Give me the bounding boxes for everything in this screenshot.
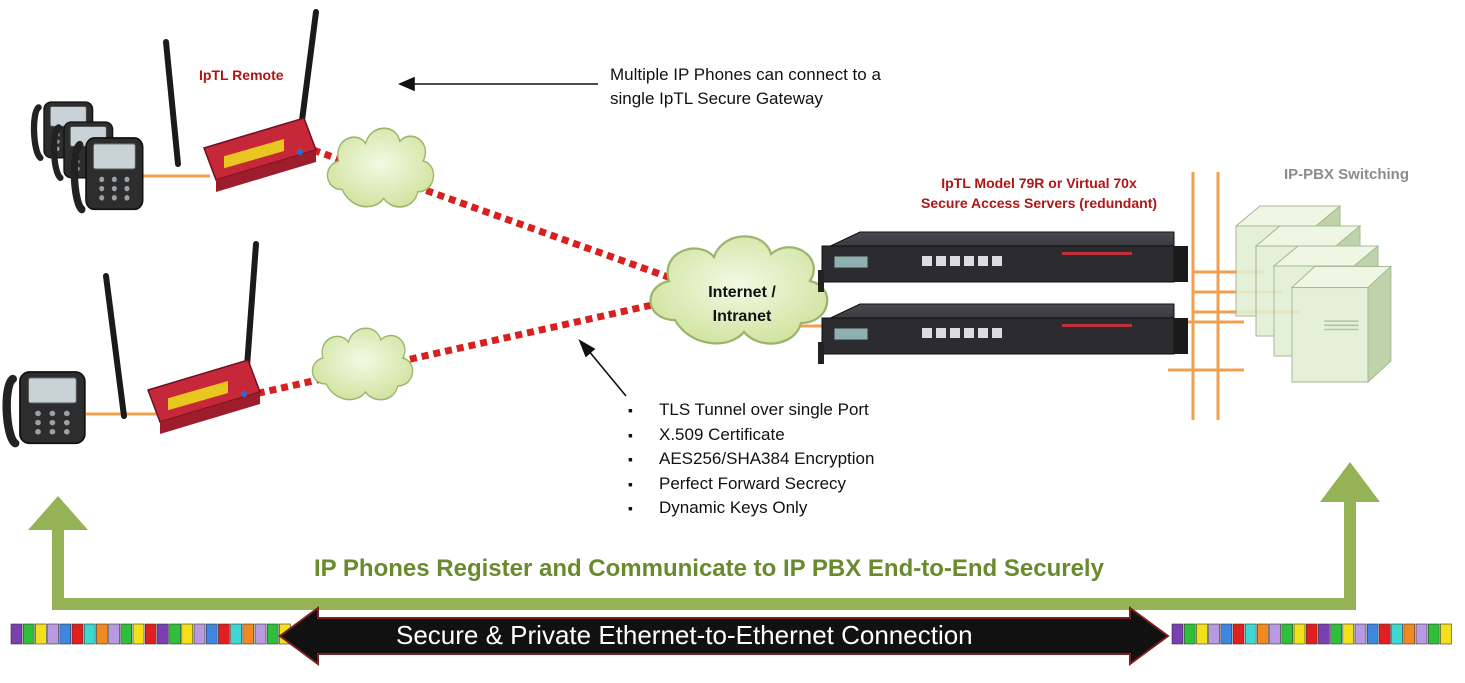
strip-segment	[157, 623, 169, 645]
cloud-label-line1: Internet /	[708, 284, 776, 301]
banner-caption: Secure & Private Ethernet-to-Ethernet Co…	[396, 620, 973, 650]
strip-segment	[266, 623, 279, 645]
strip-segment	[1293, 623, 1306, 645]
strip-segment	[22, 623, 35, 645]
strip-segment	[242, 623, 255, 645]
strip-segment	[254, 623, 267, 645]
strip-segment	[193, 623, 206, 645]
strip-segment	[10, 623, 23, 645]
pbx-label: IP-PBX Switching	[1284, 166, 1410, 183]
remote-label: IpTL Remote	[199, 67, 284, 83]
strip-segment	[1305, 623, 1318, 645]
strip-segment	[1342, 623, 1355, 645]
arrow-icon	[28, 462, 1380, 610]
strip-segment	[1403, 623, 1416, 645]
secure-tunnels	[245, 142, 712, 400]
strip-segment	[205, 623, 218, 645]
strip-segment	[1440, 623, 1452, 645]
servers-label-line2: Secure Access Servers (redundant)	[920, 195, 1158, 211]
strip-segment	[218, 623, 230, 645]
strip-segment	[1257, 623, 1269, 645]
strip-segment	[144, 623, 157, 645]
ethernet-strip	[10, 623, 291, 645]
strip-segment	[1244, 623, 1257, 645]
strip-segment	[1415, 623, 1428, 645]
strip-segment	[181, 623, 194, 645]
strip-segment	[1379, 623, 1391, 645]
strip-segment	[47, 623, 59, 645]
register-caption: IP Phones Register and Communicate to IP…	[314, 555, 1104, 582]
router-icon	[103, 241, 261, 435]
strip-segment	[1366, 623, 1379, 645]
list-item: Dynamic Keys Only	[628, 496, 874, 521]
ethernet-strip	[1171, 623, 1452, 645]
strip-segment	[1220, 623, 1233, 645]
strip-segment	[1171, 623, 1184, 645]
strip-segment	[120, 623, 133, 645]
server-icon	[818, 231, 1189, 364]
strip-segment	[35, 623, 47, 645]
strip-segment	[132, 623, 145, 645]
strip-segment	[1269, 623, 1281, 645]
strip-segment	[1330, 623, 1342, 645]
cloud-label-line2: Intranet	[712, 308, 772, 325]
cloud-icon	[311, 327, 414, 401]
strip-segment	[1427, 623, 1440, 645]
strip-segment	[108, 623, 120, 645]
ip-phone-icon	[34, 102, 143, 209]
multi-phone-note-line1: Multiple IP Phones can connect to a	[610, 65, 881, 84]
arrow-icon	[278, 606, 1170, 666]
feature-list: TLS Tunnel over single Port X.509 Certif…	[628, 398, 874, 521]
router-icon	[163, 9, 319, 193]
list-item: X.509 Certificate	[628, 423, 874, 448]
strip-segment	[83, 623, 96, 645]
strip-segment	[1208, 623, 1220, 645]
list-item: Perfect Forward Secrecy	[628, 472, 874, 497]
list-item: TLS Tunnel over single Port	[628, 398, 874, 423]
arrow-icon	[397, 76, 627, 397]
strip-segment	[1281, 623, 1294, 645]
strip-segment	[1232, 623, 1245, 645]
strip-segment	[96, 623, 108, 645]
strip-segment	[1183, 623, 1196, 645]
cloud-icon	[326, 127, 435, 208]
server-icon	[1235, 205, 1392, 383]
multi-phone-note-line2: single IpTL Secure Gateway	[610, 89, 823, 108]
strip-segment	[59, 623, 72, 645]
list-item: AES256/SHA384 Encryption	[628, 447, 874, 472]
servers-label-line1: IpTL Model 79R or Virtual 70x	[941, 175, 1137, 191]
strip-segment	[71, 623, 84, 645]
strip-segment	[169, 623, 181, 645]
strip-segment	[1196, 623, 1208, 645]
ip-phone-icon	[7, 372, 85, 443]
strip-segment	[1354, 623, 1367, 645]
strip-segment	[1318, 623, 1330, 645]
strip-segment	[230, 623, 242, 645]
strip-segment	[1391, 623, 1403, 645]
